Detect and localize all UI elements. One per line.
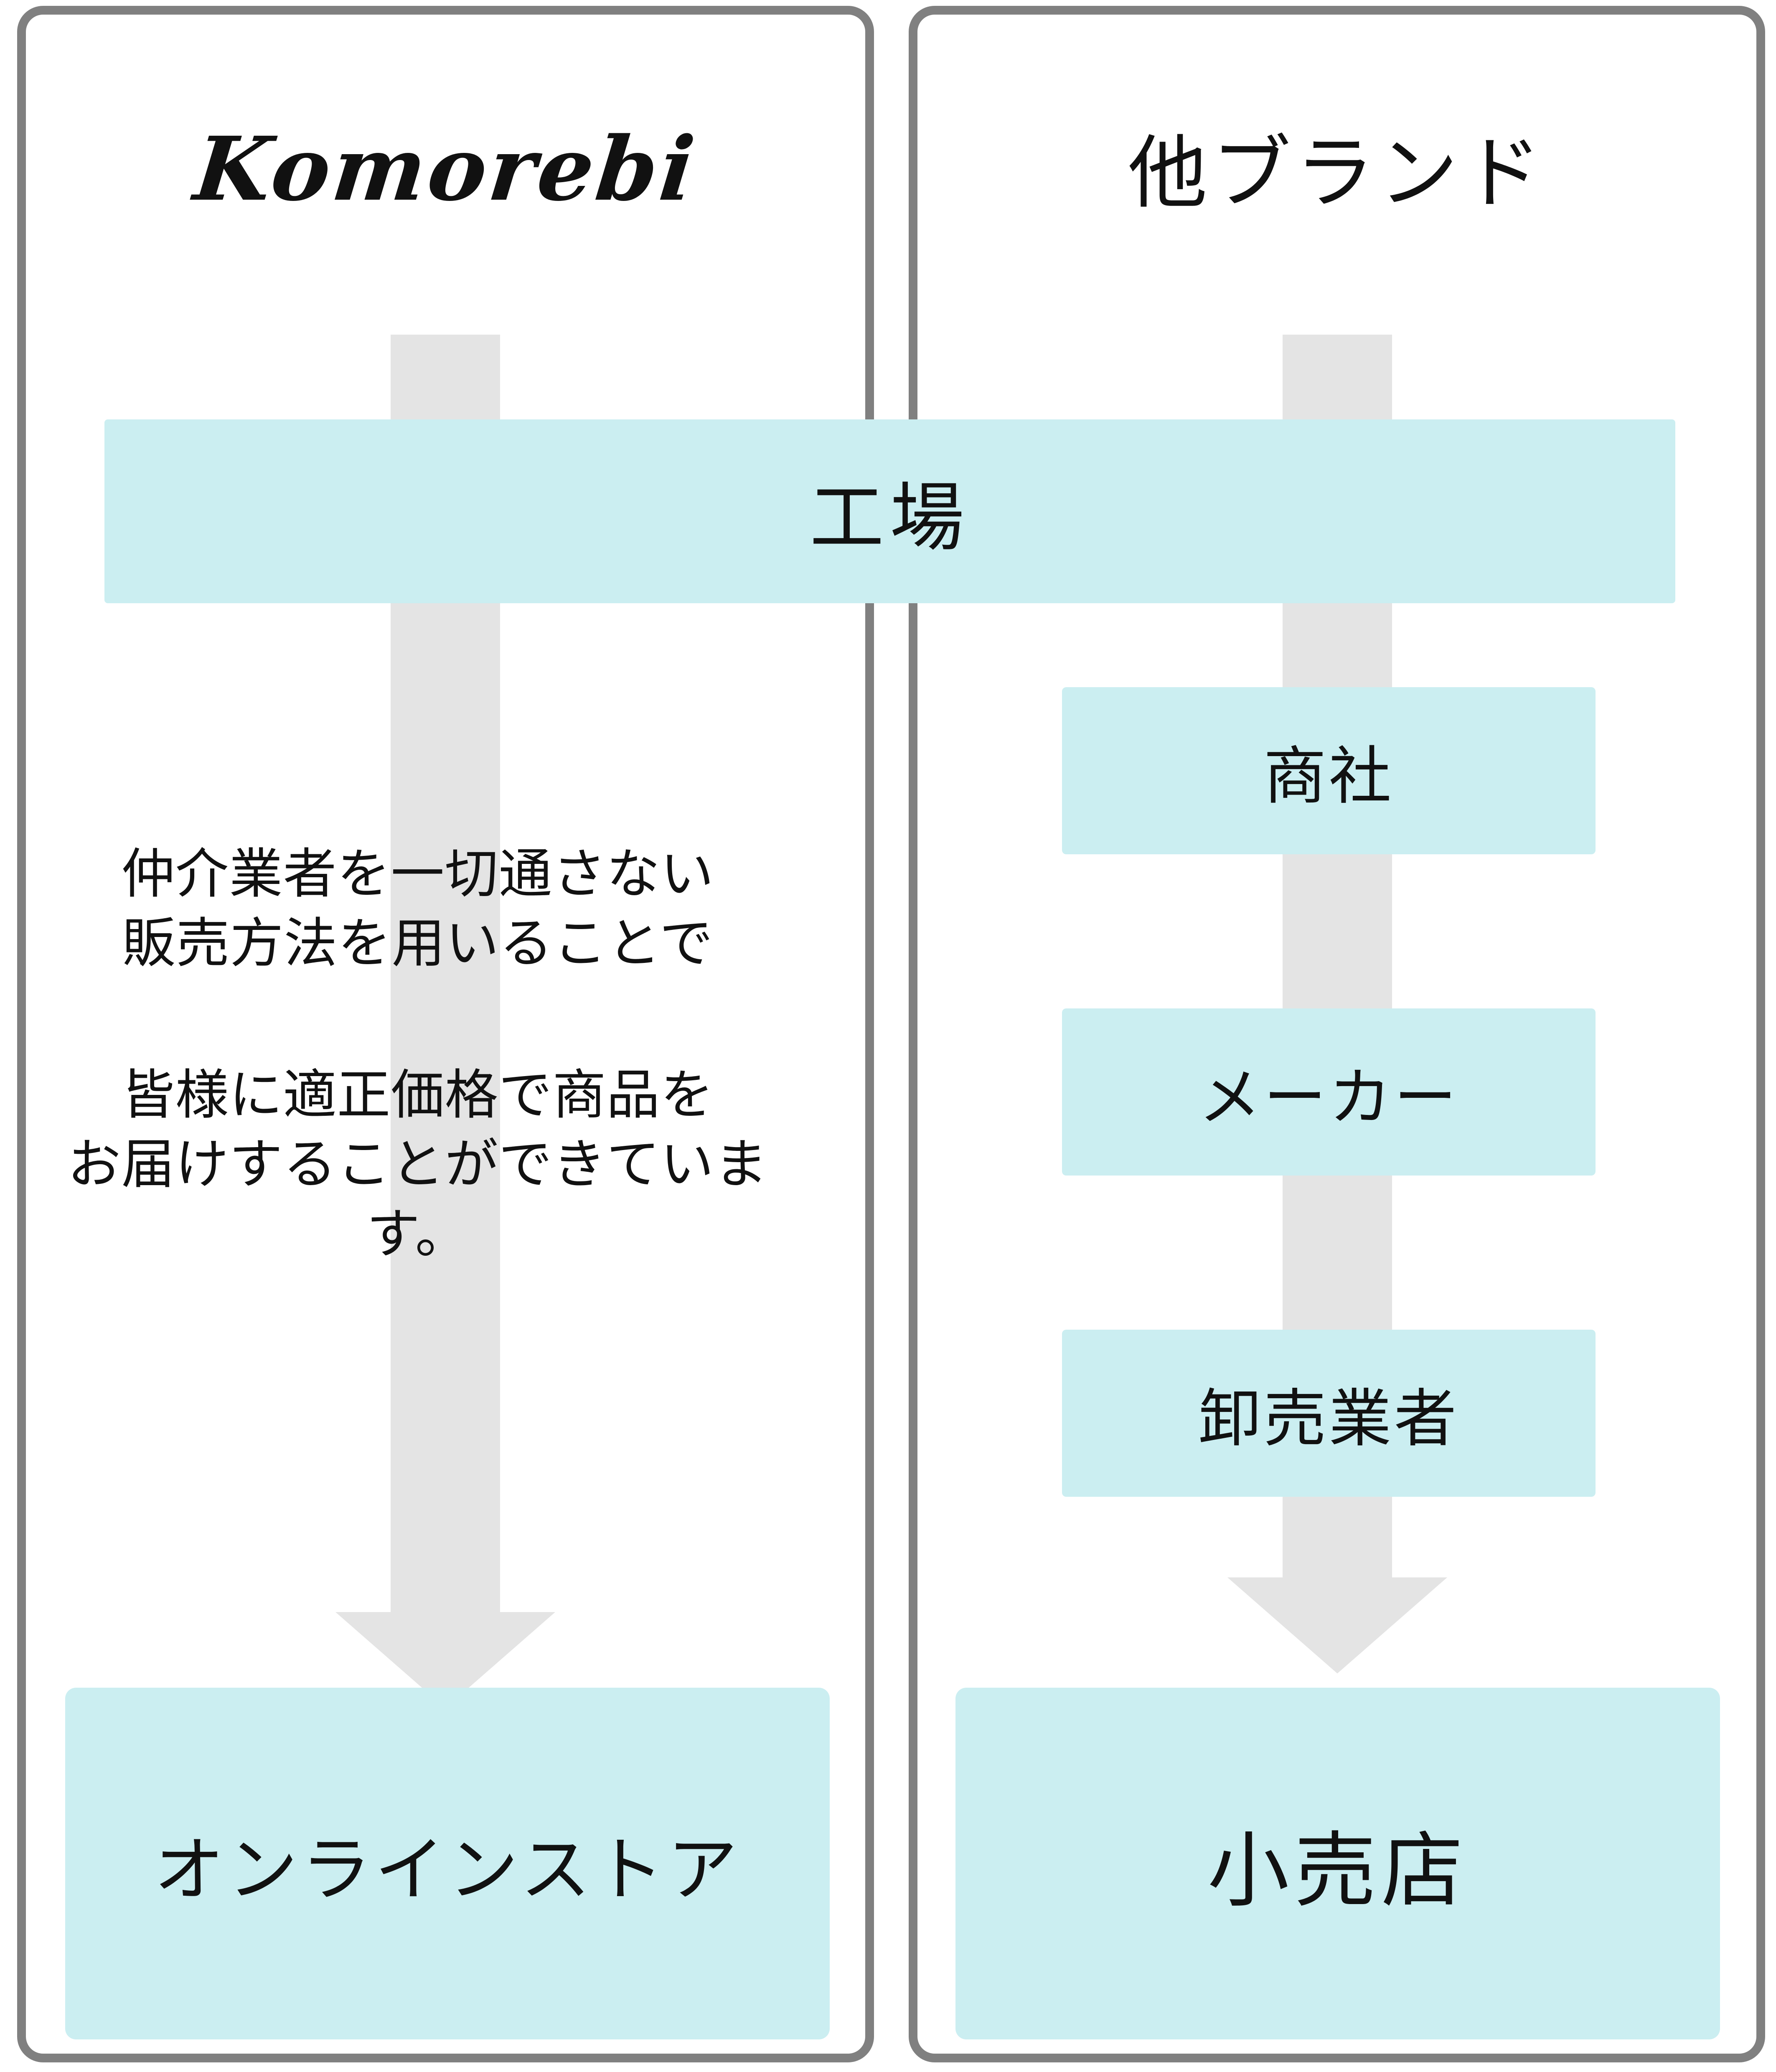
note-line: お届けすることができています。 — [67, 1133, 768, 1265]
node-maker: メーカー — [1062, 1008, 1596, 1176]
node-trading-company: 商社 — [1062, 687, 1596, 854]
note-line: 仲介業者を一切通さない — [121, 843, 714, 905]
note-line: 販売方法を用いることで — [122, 912, 714, 975]
node-wholesaler: 卸売業者 — [1062, 1330, 1596, 1497]
panel-title-komorebi: Komorebi — [190, 117, 702, 221]
node-factory: 工場 — [104, 419, 1675, 603]
note-paragraph-1: 仲介業者を一切通さない 販売方法を用いることで — [25, 840, 811, 979]
note-line: 皆様に適正価格で商品を — [121, 1064, 714, 1126]
arrow-head-icon — [1227, 1577, 1447, 1673]
note-paragraph-2: 皆様に適正価格で商品を お届けすることができています。 — [25, 1061, 811, 1269]
panel-title-other-brands: 他ブランド — [1128, 127, 1546, 219]
komorebi-note: 仲介業者を一切通さない 販売方法を用いることで 皆様に適正価格で商品を お届けす… — [25, 840, 811, 1269]
note-spacer — [25, 979, 811, 1061]
node-online-store: オンラインストア — [65, 1688, 830, 2039]
node-retail-store: 小売店 — [955, 1688, 1720, 2039]
